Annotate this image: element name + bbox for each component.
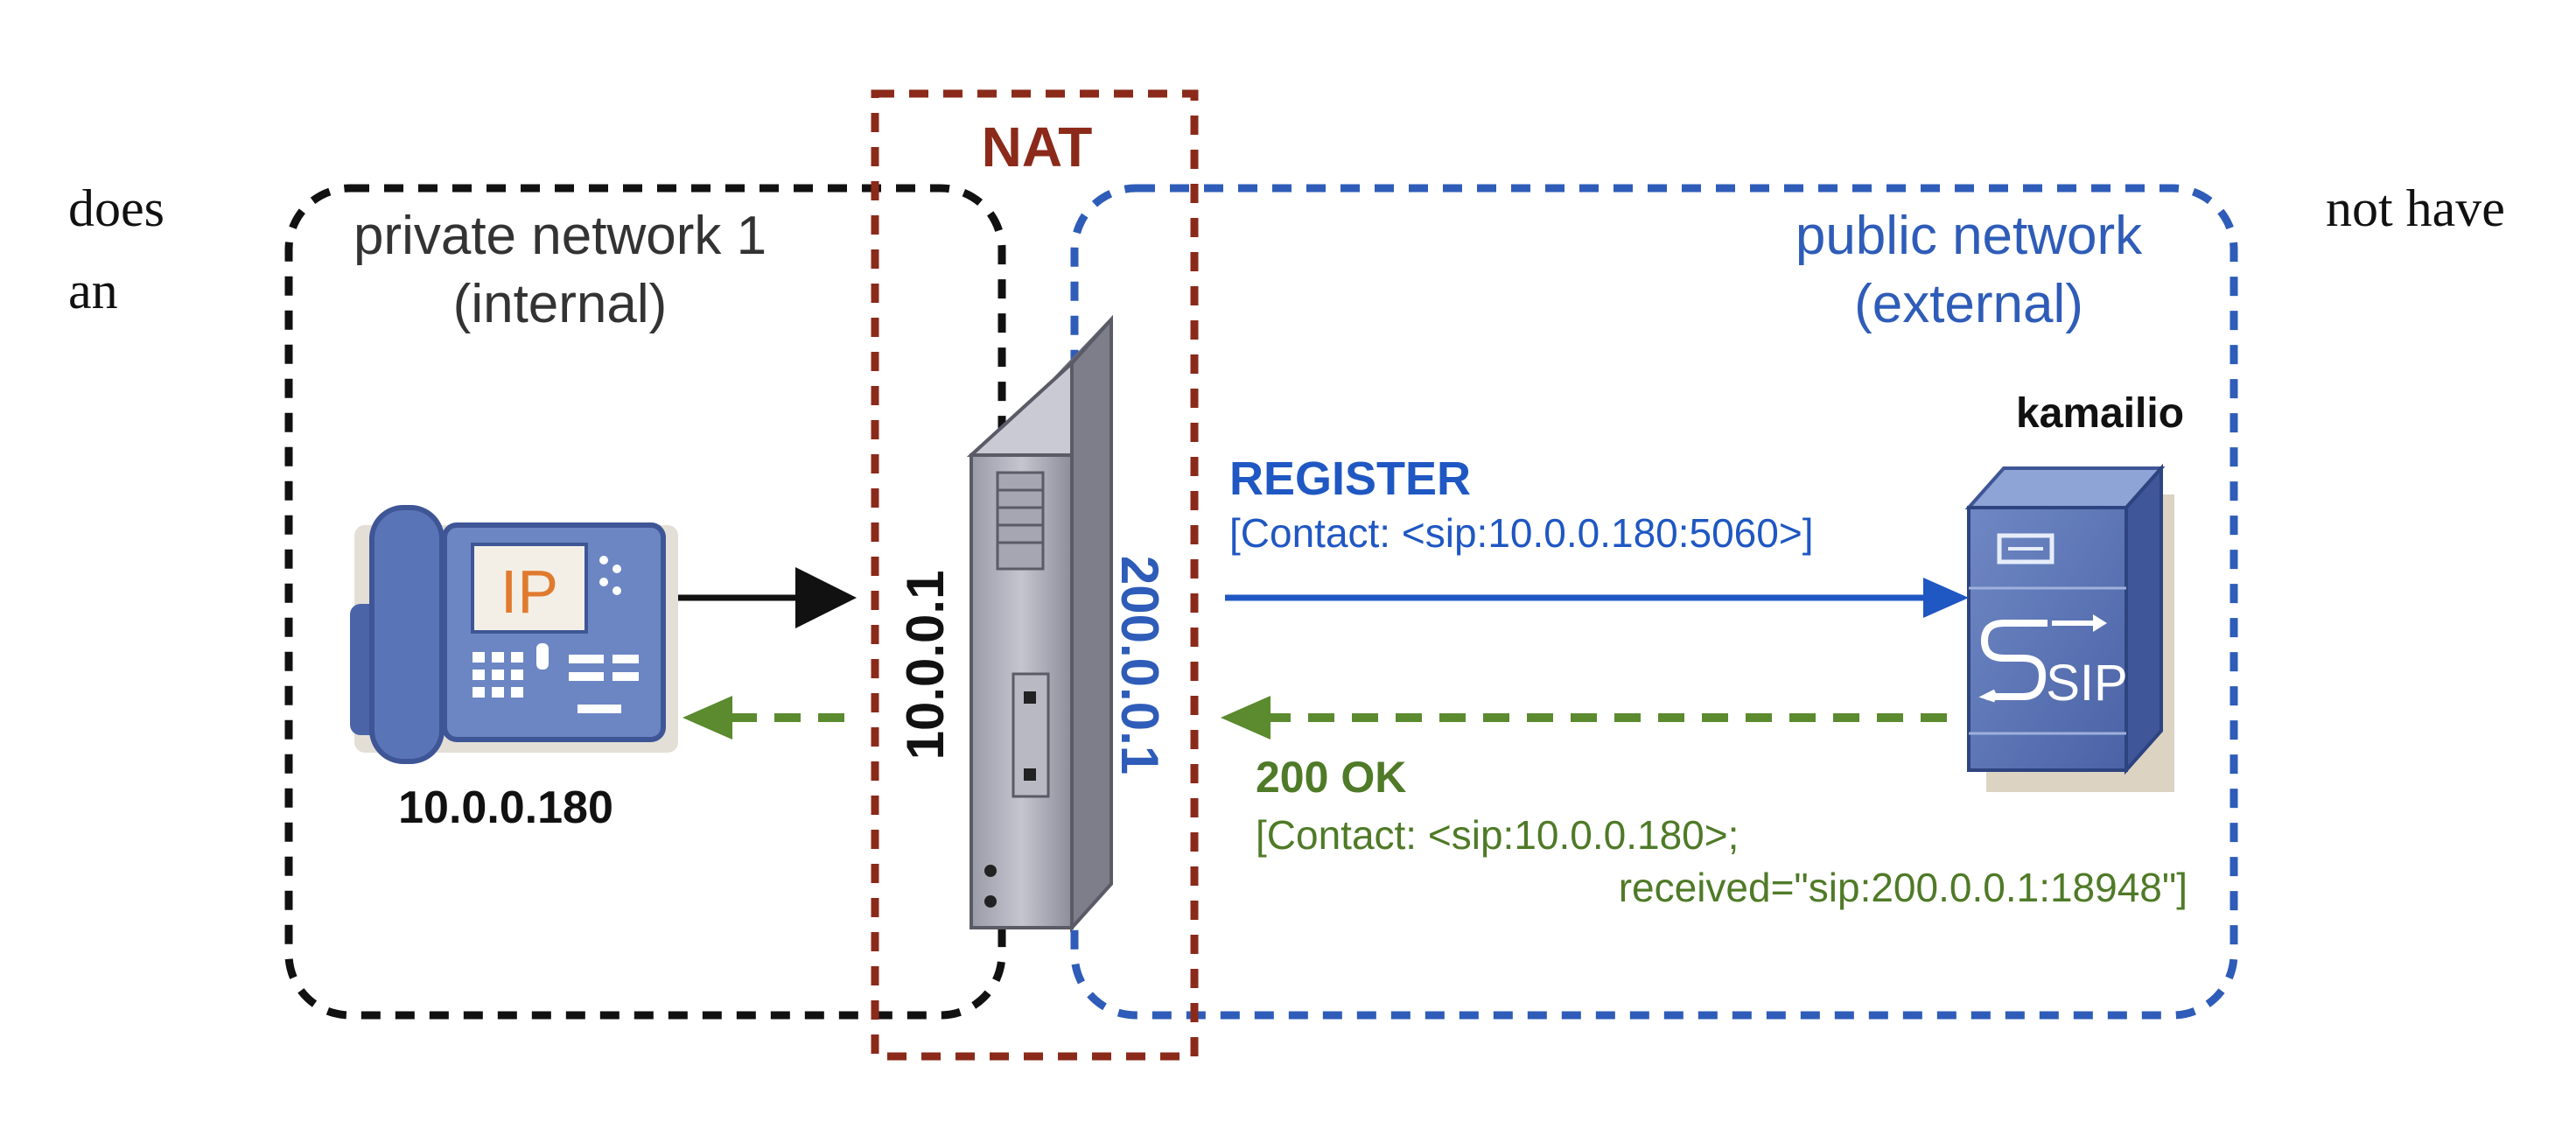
router-icon [966, 314, 1113, 933]
nat-label: NAT [982, 116, 1093, 179]
register-label: REGISTER [1229, 452, 1471, 505]
router-to-phone-arrow-head [682, 696, 732, 740]
private-network-sublabel: (internal) [453, 274, 668, 334]
public-network-sublabel: (external) [1854, 274, 2083, 334]
public-network-label: public network [1796, 206, 2143, 266]
nat-border [871, 89, 1199, 1061]
router-internal-ip: 10.0.0.1 [896, 571, 955, 761]
ok-contact-line1: [Contact: <sip:10.0.0.180>; [1256, 812, 1739, 858]
ok-label: 200 OK [1256, 753, 1406, 802]
register-arrow-head [1923, 578, 1969, 618]
phone-address: 10.0.0.180 [398, 782, 613, 833]
ip-phone-icon: IP [350, 505, 678, 764]
body-text-left-2: an [68, 262, 118, 319]
router-external-ip: 200.0.0.1 [1110, 556, 1169, 775]
private-network-label: private network 1 [354, 206, 766, 266]
phone-screen-label: IP [500, 557, 558, 626]
ok-contact-line2: received="sip:200.0.0.1:18948"] [1619, 865, 2188, 910]
sip-server-icon: SIP [1964, 463, 2174, 792]
body-text-left-1: does [68, 179, 164, 237]
server-logo-text: SIP [2046, 655, 2128, 712]
body-text-right: not have [2326, 179, 2505, 237]
server-name: kamailio [2016, 390, 2184, 437]
ok-arrow-head [1221, 696, 1270, 740]
register-contact: [Contact: <sip:10.0.0.180:5060>] [1229, 510, 1814, 556]
